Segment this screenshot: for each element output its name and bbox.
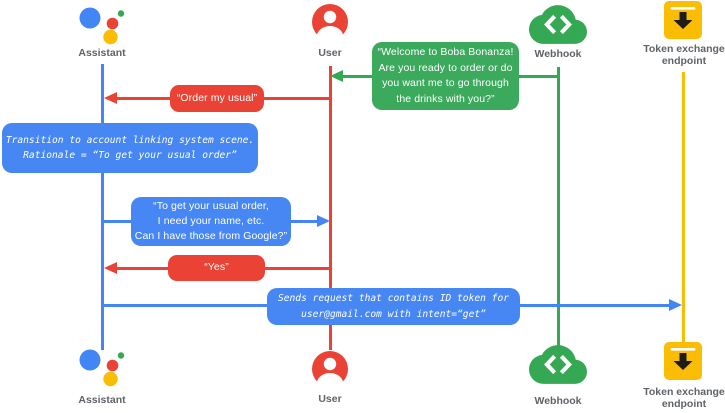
ask-permission-message: “To get your usual order, I need your na… xyxy=(131,197,291,246)
webhook-label: Webhook xyxy=(534,395,582,407)
webhook-label: Webhook xyxy=(534,48,582,60)
user-label: User xyxy=(318,47,342,59)
welcome-message-line: the drinks with you?” xyxy=(396,92,495,105)
user-label: User xyxy=(318,393,342,405)
welcome-arrowhead xyxy=(330,69,343,82)
order-usual-message: “Order my usual” xyxy=(170,85,264,112)
order-usual-arrowhead xyxy=(104,91,117,104)
order-usual-message-text: “Order my usual” xyxy=(176,91,258,104)
webhook-lifeline xyxy=(557,67,560,347)
user-icon xyxy=(312,351,348,387)
user-lifeline xyxy=(329,66,332,350)
token-exchange-icon xyxy=(664,1,702,39)
yes-message: “Yes” xyxy=(168,255,265,281)
google-assistant-icon xyxy=(79,349,125,387)
transition-note-line: Transition to account linking system sce… xyxy=(5,134,255,146)
google-assistant-icon xyxy=(79,7,125,45)
send-request-note: Sends request that contains ID token for… xyxy=(267,288,520,325)
webhook-cloud-icon xyxy=(529,5,587,44)
yes-message-text: “Yes” xyxy=(204,261,229,274)
send-request-note-line: user@gmail.com with intent=“get” xyxy=(301,308,486,320)
transition-note-line: Rationale = “To get your usual order” xyxy=(23,150,237,161)
ask-permission-message-line: I need your name, etc. xyxy=(157,215,265,227)
token-endpoint-label: Token exchange endpoint xyxy=(643,43,725,67)
send-request-arrowhead xyxy=(669,298,682,311)
assistant-label: Assistant xyxy=(78,394,126,406)
token-endpoint-lifeline xyxy=(682,72,685,343)
ask-permission-message-line: Can I have those from Google?” xyxy=(134,230,288,242)
welcome-message-line: you want me to go through xyxy=(382,77,509,89)
ask-permission-arrowhead xyxy=(317,214,330,227)
ask-permission-message-line: “To get your usual order, xyxy=(153,200,269,212)
yes-arrowhead xyxy=(104,261,117,274)
token-exchange-icon xyxy=(664,342,702,380)
assistant-label: Assistant xyxy=(78,47,126,59)
welcome-message-line: “Welcome to Boba Bonanza! xyxy=(377,46,514,58)
token-endpoint-label: Token exchange endpoint xyxy=(643,386,725,410)
welcome-message-line: Are you ready to order or do xyxy=(378,61,513,74)
welcome-message: “Welcome to Boba Bonanza! Are you ready … xyxy=(372,42,519,110)
assistant-lifeline xyxy=(101,64,104,350)
send-request-note-line: Sends request that contains ID token for xyxy=(277,293,510,304)
transition-note: Transition to account linking system sce… xyxy=(2,123,258,173)
webhook-cloud-icon xyxy=(529,345,587,384)
user-icon xyxy=(312,4,348,40)
